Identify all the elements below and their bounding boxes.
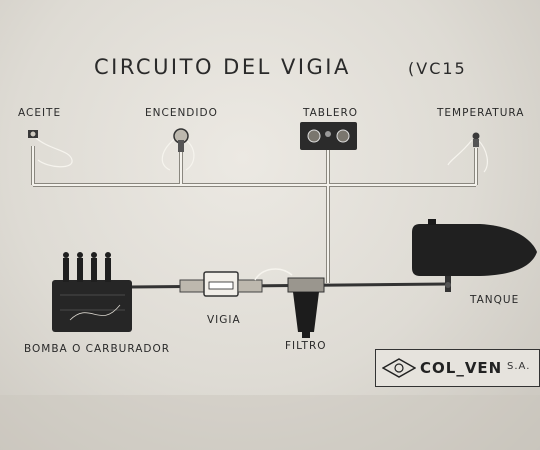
fuel-filter-icon <box>287 277 325 338</box>
oil-sensor-icon <box>28 130 38 138</box>
label-aceite: ACEITE <box>18 107 62 119</box>
fuel-tank-icon <box>412 219 537 292</box>
ignition-switch-icon <box>173 128 189 152</box>
temperature-sensor-icon <box>472 132 480 147</box>
dashboard-panel-icon <box>300 122 357 150</box>
diagram-subtitle: (VC15 <box>408 59 467 78</box>
wire-harness <box>31 146 478 283</box>
carburetor-pump-icon <box>52 252 132 332</box>
company-logo-box: COL_VEN S.A. <box>375 349 540 387</box>
label-bomba-carburador: BOMBA O CARBURADOR <box>24 343 171 355</box>
company-suffix: S.A. <box>507 361 531 372</box>
floor-shadow <box>0 395 540 450</box>
sensor-leads <box>35 137 488 173</box>
label-vigia: VIGIA <box>207 314 241 326</box>
diamond-emblem-icon <box>382 358 416 378</box>
diagram-title: CIRCUITO DEL VIGIA <box>94 55 351 79</box>
label-tanque: TANQUE <box>470 294 520 306</box>
wire-harness-highlight <box>32 146 477 283</box>
label-encendido: ENCENDIDO <box>145 107 218 119</box>
label-temperatura: TEMPERATURA <box>437 107 525 119</box>
vigia-meter-icon <box>179 268 293 297</box>
company-name: COL_VEN <box>420 359 503 377</box>
label-filtro: FILTRO <box>285 340 327 352</box>
label-tablero: TABLERO <box>303 107 359 119</box>
